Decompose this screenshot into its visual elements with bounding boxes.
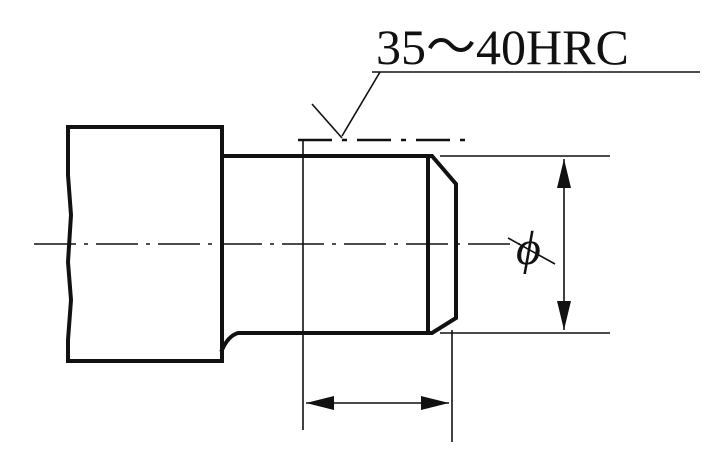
leader-arrow-tick <box>311 103 343 139</box>
diameter-symbol: ϕ <box>516 222 541 275</box>
length-arrowhead-left <box>306 396 334 410</box>
hardness-spec-label: 35～40HRC <box>376 19 629 75</box>
diameter-slash <box>507 237 556 265</box>
diameter-arrowhead-bottom <box>557 301 571 330</box>
shaft-journal-outline <box>219 154 458 353</box>
leader-line <box>341 71 381 137</box>
length-arrowhead-right <box>421 396 449 410</box>
diameter-arrowhead-top <box>557 159 571 188</box>
